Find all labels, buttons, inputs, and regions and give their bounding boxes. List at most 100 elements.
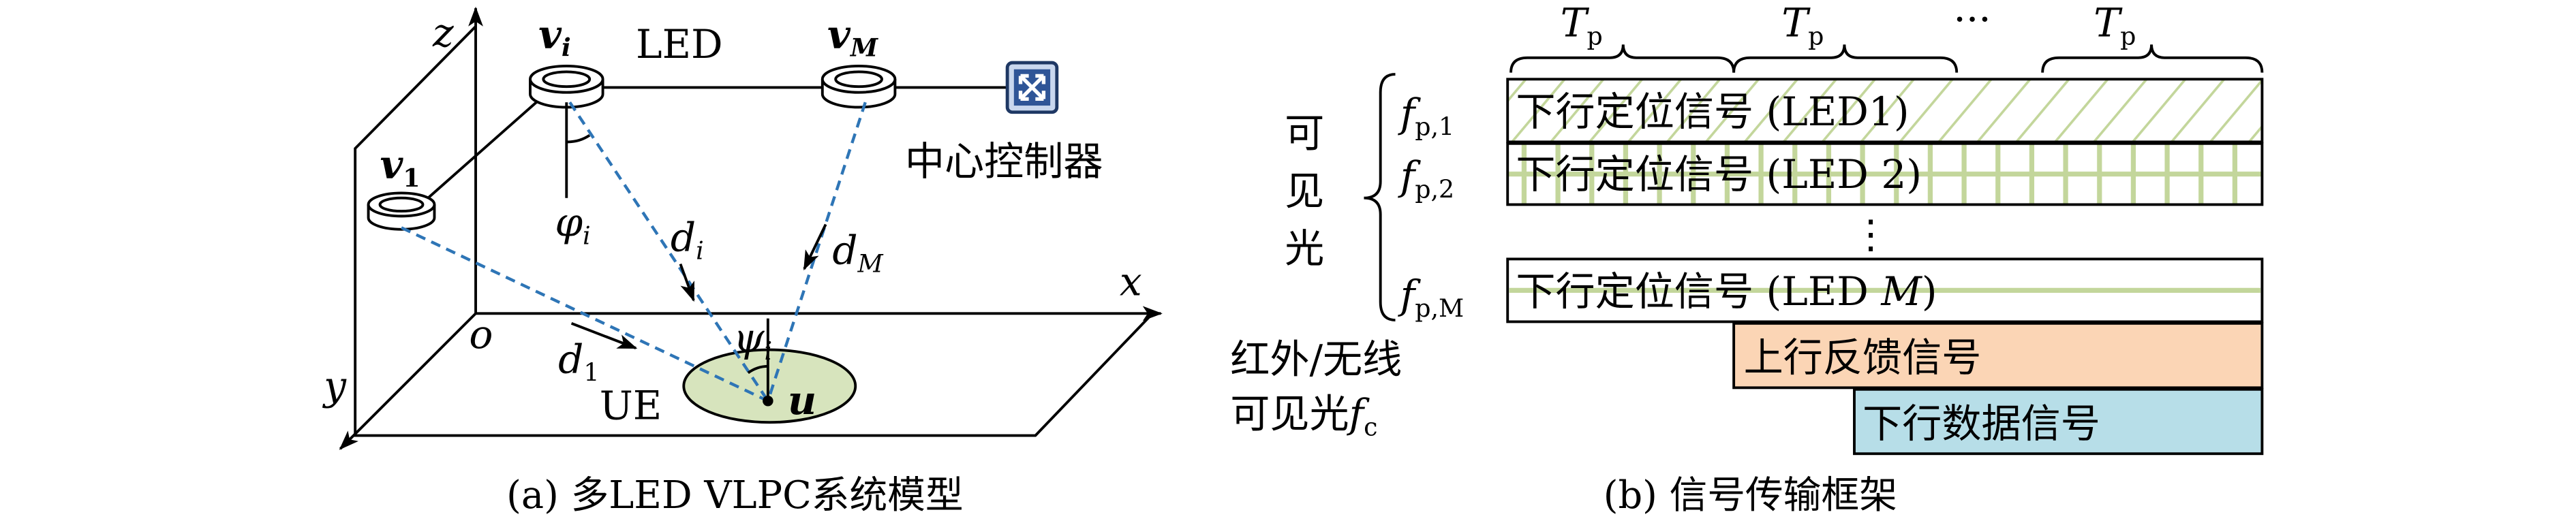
distance-d1-label: d1	[558, 336, 599, 387]
led-group-label: LED	[636, 21, 723, 67]
visible-light-char-3: 光	[1285, 225, 1324, 272]
left-wall-plane	[354, 25, 477, 436]
carrier-fpM-label: fp,M	[1398, 272, 1465, 323]
period-label-3-sub: p	[2120, 21, 2136, 50]
z-axis-label: z	[432, 10, 454, 56]
period-label-3: Tp	[2094, 0, 2136, 50]
positioning-row-ledM-text: 下行定位信号 (LED	[1516, 268, 1881, 315]
led-vi-lens	[542, 70, 592, 89]
positioning-row-led1	[1506, 78, 2264, 144]
carrier-fp1-sub: p,1	[1415, 112, 1454, 142]
positioning-row-led2-label: 下行定位信号 (LED 2)	[1516, 151, 1922, 197]
link-vi-u	[568, 101, 769, 402]
distance-dM-sub: M	[857, 249, 884, 279]
period-braces	[1509, 44, 2264, 73]
ir-label-line2-sub: c	[1364, 413, 1377, 442]
period-ellipsis: ···	[1953, 0, 1991, 42]
led-v1-label: v1	[380, 141, 420, 193]
led-vi-label: vi	[538, 10, 571, 62]
led-vM-label-sub: M	[849, 33, 879, 62]
carrier-fp2-sub: p,2	[1415, 175, 1454, 204]
carrier-fpM-sub: p,M	[1415, 294, 1464, 323]
period-label-1: Tp	[1561, 0, 1603, 50]
positioning-row-led2	[1506, 142, 2264, 206]
led-wiring	[425, 86, 1008, 201]
distance-d1-base: d	[558, 336, 583, 383]
distance-dM-label: dM	[832, 227, 883, 279]
emission-angle-base: φ	[555, 199, 583, 245]
led-v1-icon	[367, 191, 436, 231]
distance-di-arrow	[679, 263, 695, 302]
incidence-angle-base: ψ	[733, 315, 765, 361]
positioning-row-ledM-index: M	[1880, 268, 1922, 315]
coordinate-frame	[339, 6, 1163, 450]
period-brace-2	[1732, 44, 1959, 73]
ir-label-line2-text: 可见光	[1230, 390, 1349, 437]
user-position-dot	[763, 395, 773, 407]
positioning-row-ledM-label: 下行定位信号 (LED M)	[1516, 268, 1937, 315]
led-vi-label-base: v	[538, 10, 562, 57]
y-axis	[339, 312, 477, 450]
row-ellipsis: ⋮	[1851, 210, 1890, 257]
led-vM-lens	[834, 70, 883, 89]
distance-dM-base: d	[832, 227, 857, 274]
visible-light-char-2: 见	[1285, 168, 1324, 214]
positioning-row-led1-label: 下行定位信号 (LED1)	[1516, 89, 1909, 135]
uplink-feedback-row	[1732, 321, 2264, 390]
distance-arrows	[570, 223, 827, 350]
period-brace-3	[2041, 44, 2264, 73]
carrier-fp1-label: fp,1	[1398, 91, 1454, 142]
uplink-feedback-label: 上行反馈信号	[1744, 334, 1982, 381]
period-label-2-sub: p	[1808, 21, 1824, 50]
system-model-panel: z x y o v1 vi	[322, 6, 1163, 518]
incidence-angle-arc	[747, 364, 768, 375]
emission-angle-sub: i	[583, 221, 591, 251]
distance-di-sub: i	[696, 236, 704, 265]
ir-label-line2: 可见光fc	[1230, 390, 1377, 441]
user-position-label: u	[788, 377, 816, 424]
period-label-1-base: T	[1561, 0, 1590, 46]
incidence-angle-label: ψi	[733, 315, 772, 366]
controller-arrows	[1018, 74, 1046, 101]
led-vi-label-sub: i	[562, 33, 571, 62]
distance-d1-sub: 1	[583, 358, 599, 387]
positioning-row-ledM-close: )	[1922, 268, 1937, 315]
signal-framework-panel: Tp Tp ··· Tp 可 见 光 fp,1 fp,2 fp,M 下行定位信号…	[1230, 0, 2264, 518]
period-label-3-base: T	[2094, 0, 2123, 46]
led-v1-label-sub: 1	[403, 163, 420, 193]
downlink-data-row	[1853, 387, 2264, 456]
incidence-angle-sub: i	[765, 336, 773, 366]
distance-d1-arrow	[570, 322, 638, 350]
system-model-caption: (a) 多LED VLPC系统模型	[506, 473, 963, 518]
visible-light-brace	[1364, 73, 1396, 321]
led-vM-label: vM	[827, 10, 879, 62]
distance-dM-arrow	[803, 223, 827, 271]
network-switch-icon	[1005, 61, 1059, 114]
ue-area	[682, 348, 857, 424]
visible-light-char-1: 可	[1285, 110, 1324, 157]
ue-label: UE	[600, 382, 662, 428]
origin-label: o	[469, 311, 493, 358]
carrier-fp2-label: fp,2	[1398, 153, 1454, 204]
controller-label: 中心控制器	[905, 138, 1103, 185]
led-vi-icon	[529, 64, 604, 109]
led-vM-icon	[821, 64, 897, 109]
led-v1-lens	[378, 196, 425, 213]
floor-plane	[353, 314, 1152, 437]
ir-label-line1: 红外/无线	[1230, 336, 1402, 383]
signal-framework-caption: (b) 信号传输框架	[1604, 473, 1897, 518]
y-axis-label: y	[322, 362, 347, 409]
wire-v1-vi	[425, 97, 541, 201]
period-label-2-base: T	[1781, 0, 1811, 46]
period-brace-1	[1509, 44, 1736, 73]
link-v1-u	[401, 226, 769, 402]
led-vM-label-base: v	[827, 10, 851, 57]
period-label-1-sub: p	[1587, 21, 1603, 50]
x-axis-label: x	[1120, 259, 1142, 305]
emission-angle-label: φi	[555, 199, 590, 250]
led-v1-label-base: v	[380, 141, 404, 188]
period-label-2: Tp	[1781, 0, 1824, 50]
distance-di-base: d	[671, 214, 696, 260]
downlink-data-label: 下行数据信号	[1862, 400, 2100, 447]
